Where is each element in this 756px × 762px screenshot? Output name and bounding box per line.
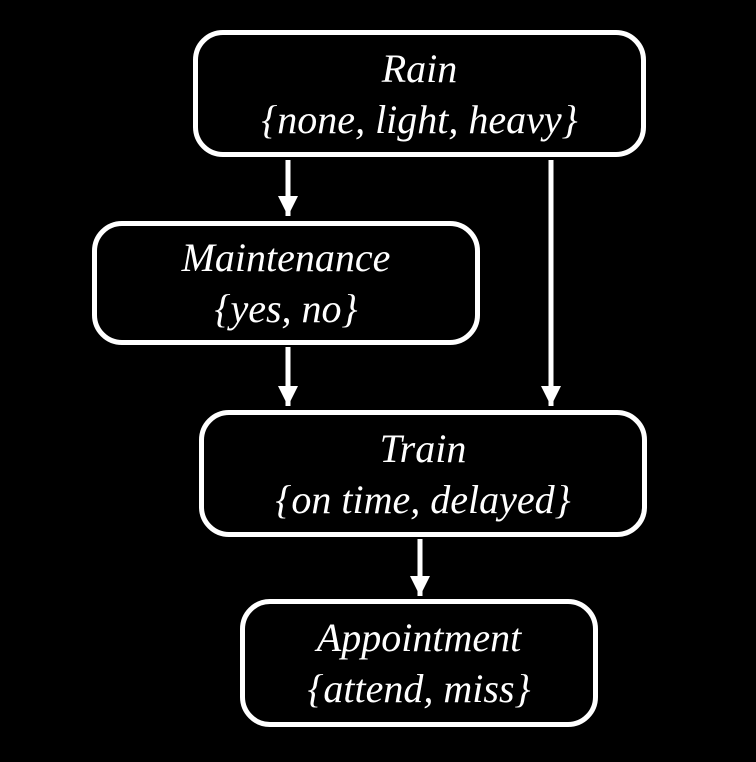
node-rain-values: {none, light, heavy} <box>261 96 578 142</box>
node-rain: Rain {none, light, heavy} <box>193 30 646 157</box>
node-maintenance-title: Maintenance <box>181 235 391 280</box>
node-train-values: {on time, delayed} <box>275 476 571 522</box>
node-appointment-values: {attend, miss} <box>307 666 531 711</box>
node-maintenance: Maintenance {yes, no} <box>92 221 480 345</box>
node-appointment-title: Appointment <box>316 615 522 660</box>
node-rain-title: Rain <box>381 45 458 91</box>
node-train-title: Train <box>379 425 467 471</box>
node-appointment: Appointment {attend, miss} <box>240 599 598 727</box>
node-maintenance-values: {yes, no} <box>214 286 358 331</box>
node-train: Train {on time, delayed} <box>199 410 647 537</box>
